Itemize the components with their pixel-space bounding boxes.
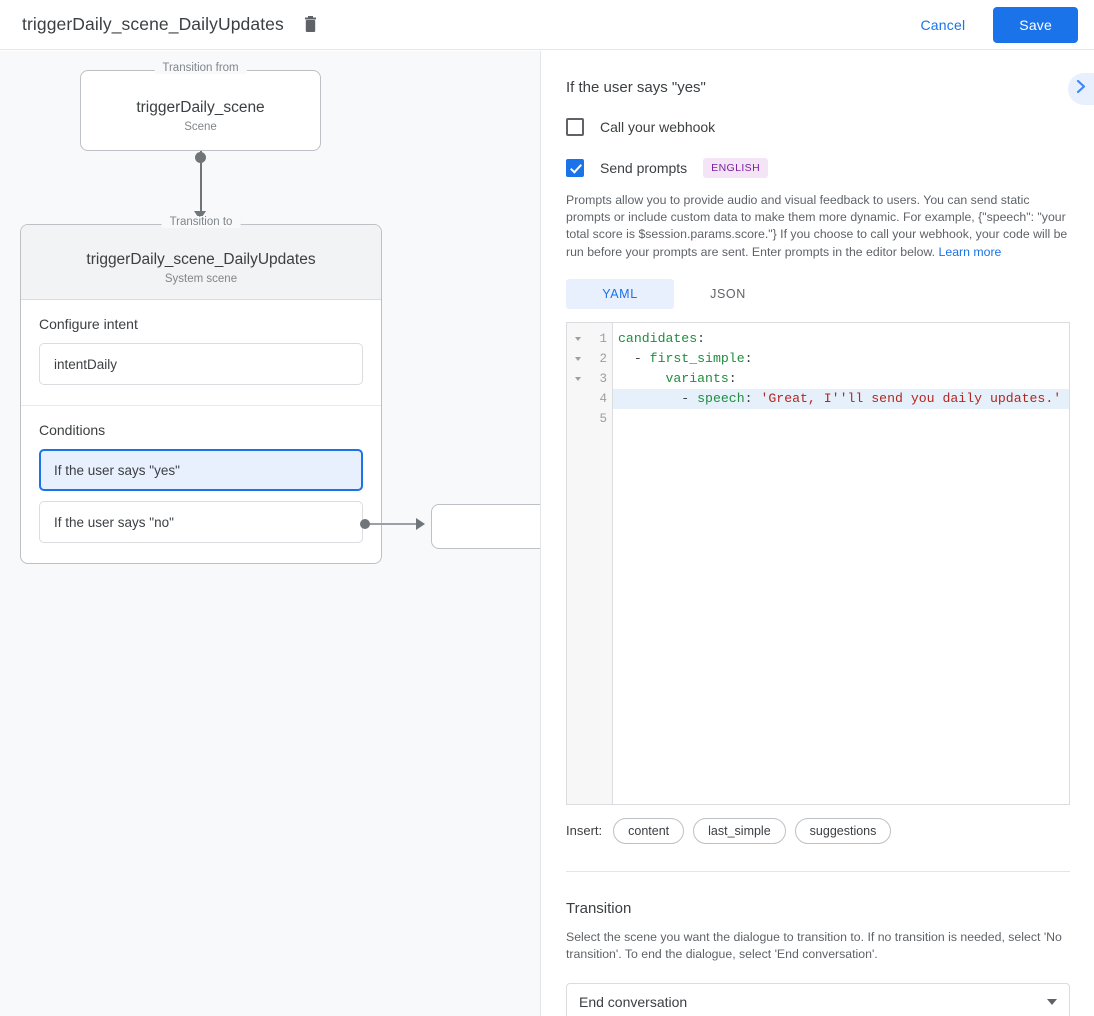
code-line: variants: (665, 370, 737, 386)
webhook-label: Call your webhook (600, 119, 716, 135)
panel-body: If the user says "yes" Call your webhook… (542, 51, 1094, 1016)
transition-select[interactable]: End conversation (566, 983, 1070, 1016)
prompts-description: Prompts allow you to provide audio and v… (566, 192, 1070, 261)
delete-button[interactable] (298, 12, 324, 38)
transition-to-title: triggerDaily_scene_DailyUpdates (86, 251, 316, 268)
transition-from-title: triggerDaily_scene (136, 99, 265, 116)
code-line: - first_simple: (618, 350, 753, 366)
editor-fold-gutter (567, 322, 589, 804)
conditions-label: Conditions (39, 422, 106, 438)
trash-icon (302, 15, 319, 34)
code-line: candidates: (618, 330, 706, 346)
transition-to-box[interactable]: triggerDaily_scene_DailyUpdates System s… (20, 224, 382, 564)
connector-line-horizontal (368, 523, 420, 525)
insert-row: Insert: content last_simple suggestions (566, 817, 1070, 844)
learn-more-link[interactable]: Learn more (938, 244, 1002, 259)
editor-line-numbers: 1 2 3 4 5 (589, 322, 613, 804)
top-bar-actions: Cancel Save (907, 6, 1078, 43)
fold-arrow-line-1[interactable] (567, 329, 589, 349)
insert-chip-content[interactable]: content (613, 817, 685, 844)
tab-json[interactable]: JSON (710, 286, 746, 301)
section-divider (566, 870, 1070, 872)
fold-arrow-line-2[interactable] (567, 349, 589, 369)
transition-description: Select the scene you want the dialogue t… (566, 929, 1062, 962)
chevron-down-icon (1047, 999, 1057, 1006)
prompt-code-editor[interactable]: 1 2 3 4 5 candidates: - first_simple: va… (566, 321, 1070, 805)
transition-to-subtitle: System scene (164, 273, 238, 285)
cancel-button[interactable]: Cancel (907, 9, 980, 41)
transition-to-node[interactable]: Transition to triggerDaily_scene_DailyUp… (20, 216, 382, 564)
send-prompts-checkbox[interactable] (566, 159, 584, 177)
insert-label: Insert: (566, 823, 603, 839)
line-number: 4 (599, 391, 607, 406)
condition-item-yes[interactable]: If the user says "yes" (39, 449, 363, 491)
transition-to-header: triggerDaily_scene_DailyUpdates System s… (21, 225, 381, 300)
transition-select-value: End conversation (579, 994, 688, 1011)
top-bar: triggerDaily_scene_DailyUpdates Cancel S… (0, 0, 1094, 50)
connector-arrowhead-down (194, 211, 206, 220)
transition-from-subtitle: Scene (184, 121, 217, 133)
chevron-right-icon (1076, 79, 1087, 99)
insert-chip-suggestions[interactable]: suggestions (794, 817, 892, 844)
transition-to-legend: Transition to (161, 216, 241, 228)
details-panel: If the user says "yes" Call your webhook… (542, 51, 1094, 1016)
conditions-section: Conditions If the user says "yes" If the… (21, 405, 381, 563)
intent-field[interactable]: intentDaily (39, 343, 363, 385)
configure-intent-section: Configure intent intentDaily (21, 300, 381, 405)
transition-from-legend: Transition from (154, 62, 247, 74)
editor-code-area[interactable]: candidates: - first_simple: variants: - … (613, 323, 1069, 804)
collapse-panel-button[interactable] (1068, 73, 1094, 105)
webhook-checkbox[interactable] (566, 118, 584, 136)
line-number: 5 (599, 411, 607, 426)
code-line: - speech: 'Great, I''ll send you daily u… (613, 388, 1069, 409)
code-line (613, 409, 1069, 429)
transition-heading: Transition (566, 899, 632, 917)
line-number: 3 (599, 371, 607, 386)
fold-arrow-line-3[interactable] (567, 369, 589, 389)
transition-from-node[interactable]: Transition from triggerDaily_scene Scene (80, 62, 321, 151)
line-number: 2 (599, 351, 607, 366)
panel-title: If the user says "yes" (566, 79, 706, 96)
send-prompts-row[interactable]: Send prompts ENGLISH (566, 158, 1070, 178)
page-title: triggerDaily_scene_DailyUpdates (22, 14, 284, 34)
insert-chip-last-simple[interactable]: last_simple (693, 817, 786, 844)
line-number: 1 (599, 331, 607, 346)
editor-format-tabs: YAML JSON (566, 278, 1070, 309)
language-badge: ENGLISH (703, 158, 769, 178)
connector-line-vertical (199, 151, 202, 216)
tab-yaml[interactable]: YAML (566, 278, 674, 309)
webhook-row[interactable]: Call your webhook (566, 118, 1070, 136)
flow-canvas[interactable]: Transition from triggerDaily_scene Scene… (0, 51, 541, 1016)
transition-from-box[interactable]: triggerDaily_scene Scene (80, 70, 321, 151)
next-node-box[interactable] (431, 504, 540, 549)
connector-dot-condition (360, 519, 370, 529)
save-button[interactable]: Save (993, 6, 1078, 43)
configure-intent-label: Configure intent (39, 316, 138, 332)
prompts-description-text: Prompts allow you to provide audio and v… (566, 193, 1068, 259)
connector-arrowhead-right (416, 518, 425, 530)
send-prompts-label: Send prompts (600, 160, 688, 176)
condition-item-no[interactable]: If the user says "no" (39, 501, 363, 543)
